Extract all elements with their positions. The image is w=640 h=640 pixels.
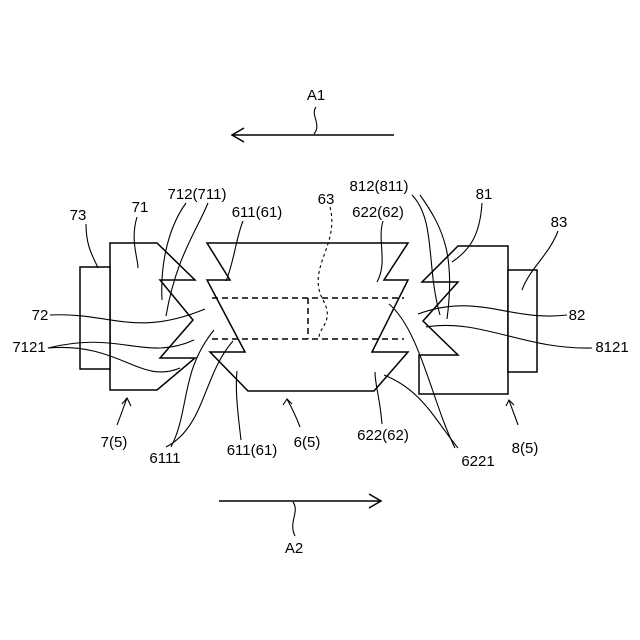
label-812: 812(811) bbox=[350, 178, 409, 195]
label-8121: 8121 bbox=[595, 339, 628, 356]
label-6221: 6221 bbox=[461, 453, 494, 470]
label-71: 71 bbox=[132, 199, 149, 216]
label-a1: A1 bbox=[307, 87, 325, 104]
label-6111: 6111 bbox=[149, 450, 180, 467]
label-82: 82 bbox=[569, 307, 586, 324]
label-81: 81 bbox=[476, 186, 493, 203]
central-member-6 bbox=[207, 207, 408, 391]
label-a2: A2 bbox=[285, 540, 303, 557]
label-622-bottom: 622(62) bbox=[357, 427, 409, 444]
label-72: 72 bbox=[32, 307, 49, 324]
label-8-5: 8(5) bbox=[512, 440, 539, 457]
right-housing-81 bbox=[419, 246, 537, 394]
label-611-bottom: 611(61) bbox=[227, 442, 278, 459]
label-63: 63 bbox=[318, 191, 335, 208]
label-73: 73 bbox=[70, 207, 87, 224]
arrow-a2 bbox=[219, 494, 381, 536]
label-712: 712(711) bbox=[168, 186, 227, 203]
arrow-a1 bbox=[232, 107, 394, 142]
label-611-top: 611(61) bbox=[232, 204, 283, 221]
label-6-5: 6(5) bbox=[294, 434, 321, 451]
label-7-5: 7(5) bbox=[101, 434, 128, 451]
label-7121: 7121 bbox=[12, 339, 45, 356]
right-cap-83 bbox=[508, 270, 537, 372]
label-622-top: 622(62) bbox=[352, 204, 404, 221]
label-83: 83 bbox=[551, 214, 568, 231]
